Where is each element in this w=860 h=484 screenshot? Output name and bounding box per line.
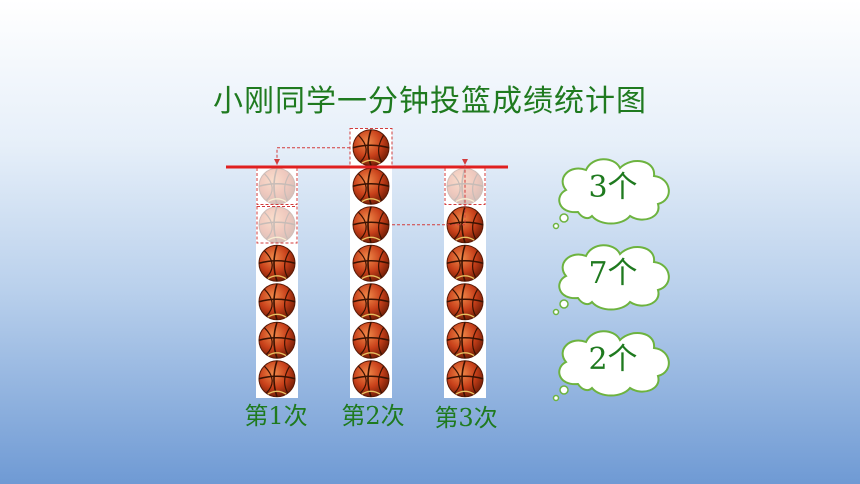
cloud-shape <box>552 244 670 316</box>
basketball-faded-icon <box>258 206 296 244</box>
arrow-head-icon <box>462 159 468 165</box>
answer-bubble-text: 2个 <box>588 342 638 377</box>
move-arrow <box>276 147 350 165</box>
answer-bubble-1[interactable]: 3个 <box>548 152 678 230</box>
basketball-icon <box>258 360 296 398</box>
basketball-icon <box>258 321 296 359</box>
basketball-icon <box>352 129 390 167</box>
x-tick-label-3: 第3次 <box>434 404 498 432</box>
cloud-tail-dot <box>559 385 569 395</box>
basketball-icon <box>446 283 484 321</box>
cloud-shape <box>552 158 670 230</box>
cloud-tail-dot <box>559 299 569 309</box>
basketball-icon <box>352 244 390 282</box>
column-strip-1 <box>256 167 298 398</box>
answer-bubble-text: 3个 <box>588 170 638 205</box>
basketball-icon <box>352 167 390 205</box>
basketball-faded-icon <box>258 167 296 205</box>
basketball-icon <box>352 206 390 244</box>
basketball-icon <box>352 321 390 359</box>
answer-bubble-3[interactable]: 2个 <box>548 324 678 402</box>
answer-bubble-2[interactable]: 7个 <box>548 238 678 316</box>
faded-ball-box <box>256 206 298 244</box>
cloud-tail-dot <box>552 308 560 316</box>
move-arrow <box>392 165 466 226</box>
basketball-icon <box>446 244 484 282</box>
x-tick-label-1: 第1次 <box>244 402 308 430</box>
cloud-shape <box>552 330 670 402</box>
basketball-icon <box>258 244 296 282</box>
chart-title: 小刚同学一分钟投篮成绩统计图 <box>213 84 647 119</box>
basketball-icon <box>446 360 484 398</box>
basketball-icon <box>352 360 390 398</box>
cloud-tail-dot <box>552 394 560 402</box>
cloud-tail-dot <box>552 222 560 230</box>
cloud-tail-dot <box>559 213 569 223</box>
basketball-icon <box>352 283 390 321</box>
x-tick-label-2: 第2次 <box>341 402 405 430</box>
answer-bubble-text: 7个 <box>588 256 638 291</box>
basketball-icon <box>446 321 484 359</box>
arrow-head-icon <box>274 159 280 165</box>
basketball-icon <box>258 283 296 321</box>
